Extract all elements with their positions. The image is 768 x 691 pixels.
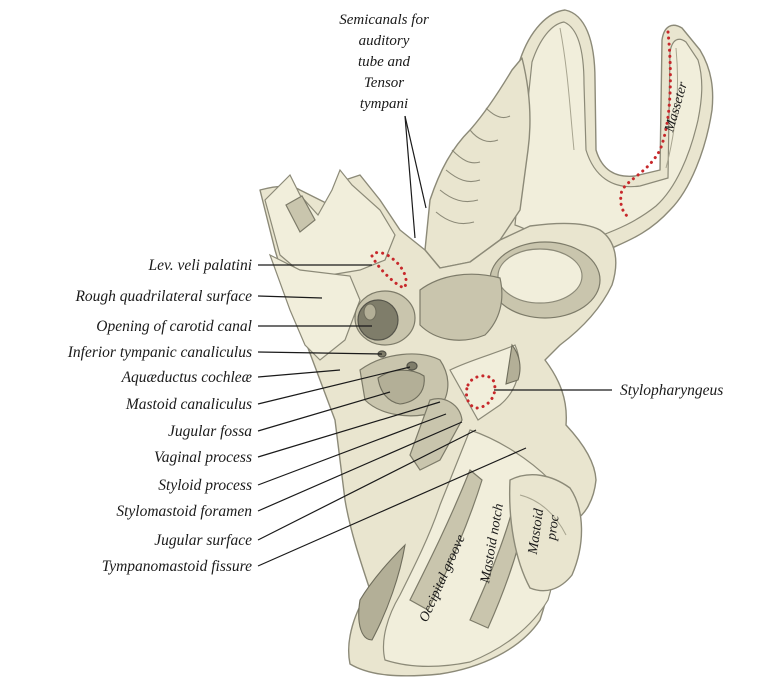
styloid-region	[409, 398, 463, 471]
label-opening-of-carotid-canal: Opening of carotid canal	[96, 318, 252, 335]
label-mastoid-proc-line-1: Mastoid	[526, 507, 548, 557]
label-vaginal-process: Vaginal process	[154, 449, 252, 466]
label-semicanals-line-1: Semicanals for	[339, 12, 429, 28]
label-styloid-process: Styloid process	[158, 477, 252, 494]
label-lev-veli-palatini: Lev. veli palatini	[148, 257, 252, 274]
label-semicanals-line-4: Tensor	[364, 75, 404, 91]
label-semicanals-line-3: tube and	[358, 54, 411, 70]
petrous-apex	[264, 168, 396, 276]
label-jugular-surface: Jugular surface	[154, 532, 252, 549]
label-rough-quadrilateral-surface: Rough quadrilateral surface	[74, 288, 252, 305]
masseter-attachment	[619, 30, 672, 220]
label-aquaeductus-cochleae: Aquæductus cochleæ	[121, 369, 252, 386]
label-jugular-fossa: Jugular fossa	[168, 423, 252, 440]
label-semicanals-line-2: auditory	[359, 33, 410, 49]
lev-veli-palatini-attachment	[370, 251, 408, 290]
label-mastoid-canaliculus: Mastoid canaliculus	[125, 396, 252, 413]
label-semicanals-line-5: tympani	[360, 96, 408, 112]
label-stylomastoid-foramen: Stylomastoid foramen	[116, 503, 252, 520]
leader-lines	[257, 115, 612, 567]
mastoid-process	[508, 474, 583, 592]
muscle-attachments	[370, 30, 672, 410]
zygomatic-face	[514, 21, 703, 253]
label-tympanomastoid-fissure: Tympanomastoid fissure	[102, 558, 252, 575]
top-label: Semicanals for auditory tube and Tensor …	[339, 12, 429, 112]
quadrilateral-surface	[268, 253, 361, 361]
stylopharyngeus-attachment	[464, 374, 497, 410]
bone-illustration	[259, 9, 714, 677]
label-mastoid-proc-line-2: proc	[544, 513, 563, 542]
left-labels: Lev. veli palatini Rough quadrilateral s…	[67, 257, 252, 575]
label-stylopharyngeus: Stylopharyngeus	[620, 382, 723, 399]
label-inferior-tympanic-canaliculus: Inferior tympanic canaliculus	[67, 344, 252, 361]
